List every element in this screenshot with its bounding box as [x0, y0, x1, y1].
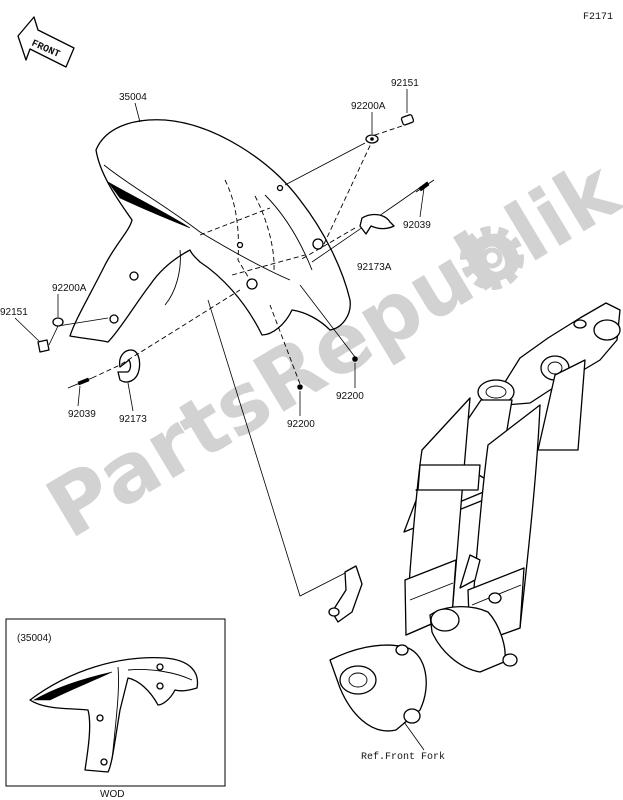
nut-center-icon: [297, 384, 303, 390]
fork-label-leader: [403, 721, 425, 751]
part-labels: 35004 92151 92200A 92039 92173A 92200A 9…: [0, 78, 445, 763]
bolt-left-icon: [37, 339, 50, 353]
label-92200a-right: 92200A: [351, 101, 386, 112]
inset-caption: WOD: [100, 789, 124, 800]
front-fender: [69, 119, 351, 343]
bolt-right-icon: [400, 114, 415, 126]
label-ref-front-fork: Ref.Front Fork: [361, 751, 445, 763]
washer-right-icon: [365, 134, 379, 144]
clamp-right-icon: [359, 213, 395, 235]
label-92039-right: 92039: [403, 220, 431, 231]
clip-left-icon: [67, 377, 93, 389]
label-92151-right: 92151: [391, 78, 419, 89]
inset-title: (35004): [17, 633, 51, 644]
label-92173a-right: 92173A: [357, 262, 392, 273]
label-92200a-left: 92200A: [52, 283, 87, 294]
label-92039-left: 92039: [68, 409, 96, 420]
gear-icon: [460, 226, 524, 290]
front-arrow-icon: FRONT: [17, 16, 75, 68]
label-35004: 35004: [119, 92, 147, 103]
inset-box: (35004) WOD: [5, 618, 226, 800]
label-92200-right: 92200: [336, 391, 364, 402]
clip-right-icon: [415, 179, 435, 193]
inset-fender: [29, 656, 199, 773]
label-92200-center: 92200: [287, 419, 315, 430]
figure-code: F2171: [583, 12, 613, 23]
clamp-left-icon: [117, 349, 141, 383]
washer-left-icon: [52, 317, 64, 327]
nut-right-icon: [352, 356, 358, 362]
label-92151-left: 92151: [0, 307, 28, 318]
label-92173-left: 92173: [119, 414, 147, 425]
front-fork: [328, 302, 621, 732]
fork-reference-line: [207, 299, 356, 597]
